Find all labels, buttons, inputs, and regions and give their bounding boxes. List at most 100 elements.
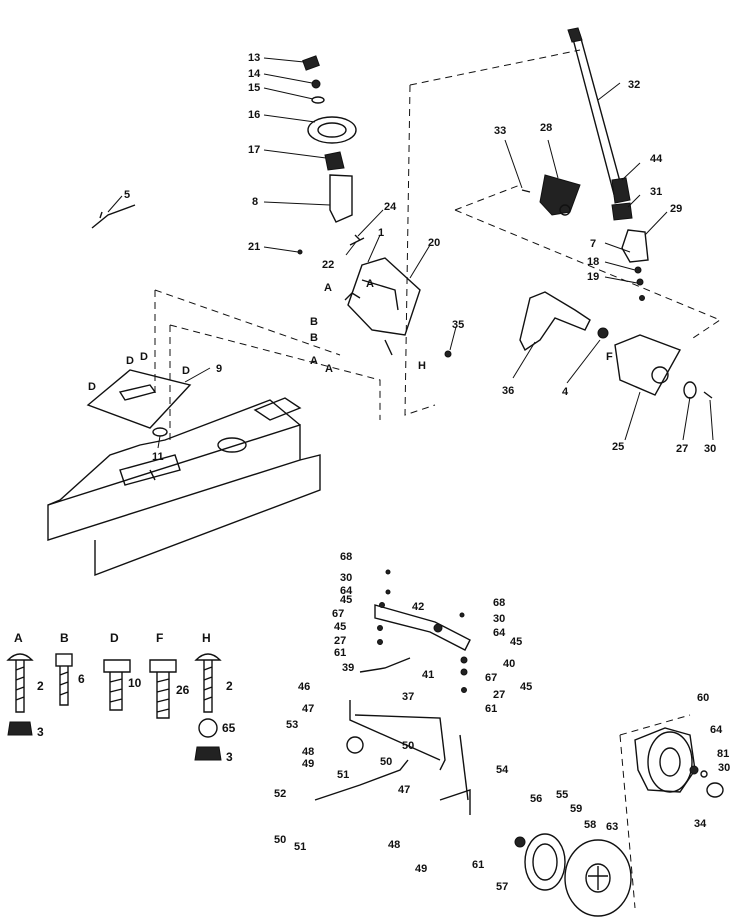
callout-56: 56 (530, 793, 542, 805)
callout-14: 14 (248, 68, 261, 80)
key-qty: 2 (226, 679, 233, 693)
callout-67b: 67 (485, 672, 497, 684)
callout-41: 41 (422, 669, 434, 681)
callout-55: 55 (556, 789, 568, 801)
callout-16: 16 (248, 109, 260, 121)
callout-30a: 30 (340, 572, 352, 584)
callout-36: 36 (502, 385, 514, 397)
callout-58: 58 (584, 819, 596, 831)
callout-33: 33 (494, 125, 506, 137)
key-letter: H (202, 631, 211, 645)
key-qty: 26 (176, 683, 190, 697)
callout-27b: 27 (493, 689, 505, 701)
callout-40: 40 (503, 658, 515, 670)
front-wheel (634, 727, 724, 798)
ref-letter: A (310, 355, 318, 367)
callout-64a: 64 (340, 585, 353, 597)
callout-32: 32 (628, 79, 640, 91)
callout-42: 42 (412, 601, 424, 613)
callout-7: 7 (590, 238, 596, 250)
callout-20: 20 (428, 237, 440, 249)
rear-wheel-parts (514, 833, 632, 917)
ref-letter: D (88, 381, 96, 393)
ref-letter: A (325, 363, 333, 375)
callout-63: 63 (606, 821, 618, 833)
callout-9: 9 (216, 363, 222, 375)
callout-54: 54 (496, 764, 509, 776)
bolt-b (55, 653, 73, 706)
callout-1: 1 (378, 227, 384, 239)
callout-11: 11 (152, 451, 164, 463)
bracket-assembly (344, 257, 452, 358)
callout-8: 8 (252, 196, 258, 208)
bolt-h (194, 653, 222, 761)
callout-45b: 45 (334, 621, 346, 633)
callout-49b: 49 (415, 863, 427, 875)
bolt-f (149, 659, 177, 719)
callout-5: 5 (124, 189, 130, 201)
callout-68a: 68 (340, 551, 352, 563)
callout-53: 53 (286, 719, 298, 731)
callout-49a: 49 (302, 758, 314, 770)
key-qty: 10 (128, 676, 142, 690)
key-nut-qty: 3 (226, 750, 233, 764)
steering-shaft (521, 27, 649, 301)
callout-47a: 47 (302, 703, 314, 715)
callout-22: 22 (322, 259, 334, 271)
hardware-key (6, 653, 222, 761)
leader-lines (107, 57, 714, 449)
callout-28: 28 (540, 122, 552, 134)
callout-35: 35 (452, 319, 464, 331)
steering-column (297, 55, 365, 255)
key-qty: 2 (37, 679, 44, 693)
callout-48a: 48 (302, 746, 314, 758)
callout-19: 19 (587, 271, 599, 283)
key-nut-qty: 3 (37, 725, 44, 739)
ref-letter: A (366, 278, 374, 290)
callout-61b: 61 (485, 703, 497, 715)
bolt-d (103, 659, 131, 711)
ref-letter: F (606, 351, 613, 363)
reference-letters: A A B B A A D D D D H F (88, 278, 613, 393)
callout-52: 52 (274, 788, 286, 800)
callout-45d: 45 (520, 681, 532, 693)
callout-39: 39 (342, 662, 354, 674)
ref-letter: D (182, 365, 190, 377)
callout-45a: 45 (340, 594, 352, 606)
callout-30b: 30 (493, 613, 505, 625)
ref-letter: H (418, 360, 426, 372)
callout-68b: 68 (493, 597, 505, 609)
callout-13: 13 (248, 52, 260, 64)
key-letter: D (110, 631, 119, 645)
callout-21: 21 (248, 241, 260, 253)
callout-50a: 50 (402, 740, 414, 752)
linkage-assembly (314, 569, 471, 815)
callout-17: 17 (248, 144, 260, 156)
callout-50c: 50 (274, 834, 286, 846)
bolt-a (6, 653, 34, 736)
mounting-plate (86, 369, 192, 437)
callout-50b: 50 (380, 756, 392, 768)
callout-31: 31 (650, 186, 662, 198)
callout-51a: 51 (337, 769, 349, 781)
ref-letter: A (324, 282, 332, 294)
callout-27a: 27 (334, 635, 346, 647)
key-washer-qty: 65 (222, 721, 236, 735)
key-qty: 6 (78, 672, 85, 686)
callout-60: 60 (697, 692, 709, 704)
callout-15: 15 (248, 82, 260, 94)
chassis-frame (47, 397, 321, 577)
callout-24: 24 (384, 201, 397, 213)
callout-44: 44 (650, 153, 663, 165)
pitman-arm (519, 291, 713, 399)
hardware-key-labels: A 2 3 B 6 D 10 F 26 H 2 65 3 (14, 631, 236, 764)
callout-30c: 30 (718, 762, 730, 774)
callout-27: 27 (676, 443, 688, 455)
key-letter: F (156, 631, 163, 645)
callout-61a: 61 (334, 647, 346, 659)
ref-letter: D (140, 351, 148, 363)
callout-30: 30 (704, 443, 716, 455)
